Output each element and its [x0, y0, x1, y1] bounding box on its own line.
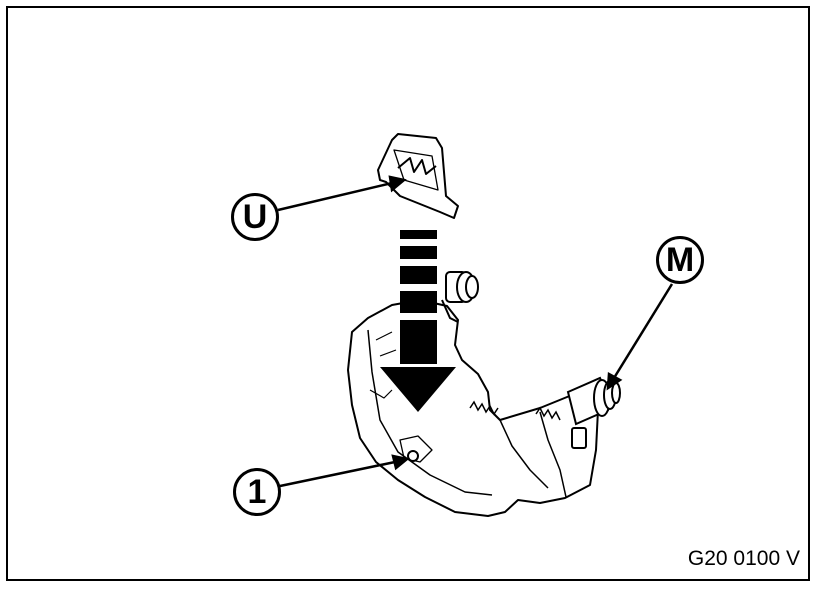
callout-1-label: 1 — [247, 472, 267, 511]
motor-connector — [566, 376, 621, 449]
upper-connector — [441, 271, 479, 323]
direction-arrow — [380, 230, 456, 412]
callout-m-label: M — [665, 240, 695, 279]
figure-reference: G20 0100 V — [687, 547, 800, 570]
leader-lines — [277, 175, 674, 488]
cover-part — [377, 133, 459, 219]
leader-arrowhead-u — [388, 175, 407, 193]
caliper-ridges — [469, 400, 561, 421]
leader-arrowhead-m — [606, 371, 623, 391]
callout-1: 1 — [233, 468, 281, 516]
brake-caliper-housing — [347, 299, 599, 517]
callout-u-label: U — [242, 197, 268, 236]
callout-m: M — [656, 236, 704, 284]
leader-arrowhead-1 — [391, 454, 410, 471]
callout-u: U — [231, 193, 279, 241]
